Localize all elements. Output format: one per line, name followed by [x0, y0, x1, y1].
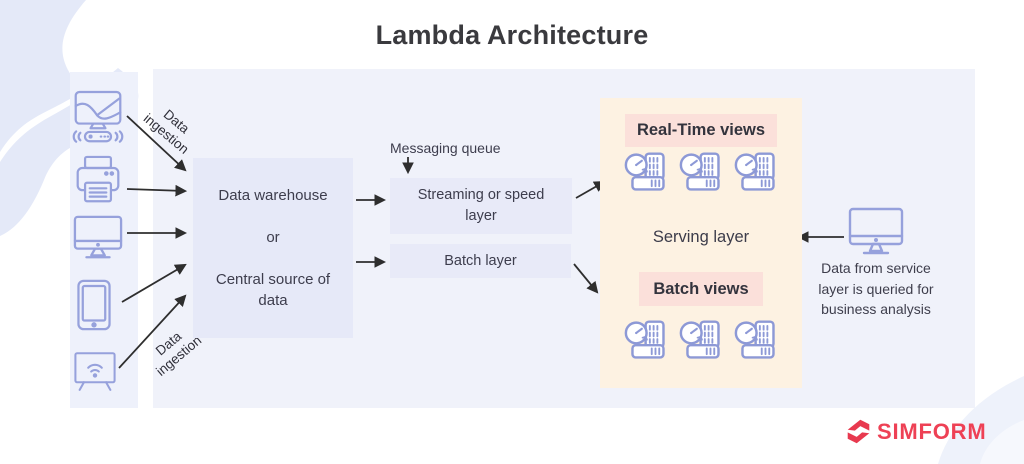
printer-icon [74, 155, 122, 205]
messaging-queue-label: Messaging queue [390, 140, 501, 156]
realtime-views-label: Real-Time views [625, 114, 777, 147]
media-player-icon [72, 90, 124, 146]
gauge-database-icon [624, 151, 671, 194]
analysis-caption: Data from service layer is queried for b… [818, 260, 934, 317]
smart-tv-icon [72, 350, 118, 394]
data-warehouse-label: Data warehouse [218, 187, 328, 204]
data-warehouse-box: Data warehouse or Central source of data [193, 158, 353, 338]
gauge-database-icon [679, 319, 726, 362]
gauge-database-icon [679, 151, 726, 194]
gauge-database-icon [624, 319, 671, 362]
gauge-database-icon [734, 319, 781, 362]
analysis-monitor-icon [846, 206, 906, 258]
tablet-icon [75, 279, 113, 331]
or-label: or [266, 229, 280, 246]
brand-logo: SIMFORM [845, 417, 986, 446]
batch-layer-label: Batch layer [444, 253, 517, 269]
batch-views-label: Batch views [639, 272, 763, 306]
gauge-database-icon [734, 151, 781, 194]
serving-layer-panel: Real-Time views Serving layer Batch view… [600, 98, 802, 388]
streaming-layer-box: Streaming or speed layer [390, 178, 572, 234]
page-title: Lambda Architecture [375, 20, 649, 50]
batch-views-icons [624, 319, 781, 362]
serving-layer-label: Serving layer [652, 228, 750, 246]
batch-layer-box: Batch layer [390, 244, 571, 278]
desktop-monitor-icon [72, 214, 124, 264]
streaming-layer-label: Streaming or speed layer [417, 187, 545, 224]
realtime-views-icons [624, 151, 781, 194]
brand-name: SIMFORM [877, 418, 987, 444]
central-source-label: Central source of data [215, 271, 331, 309]
simform-logo-icon [847, 419, 870, 444]
